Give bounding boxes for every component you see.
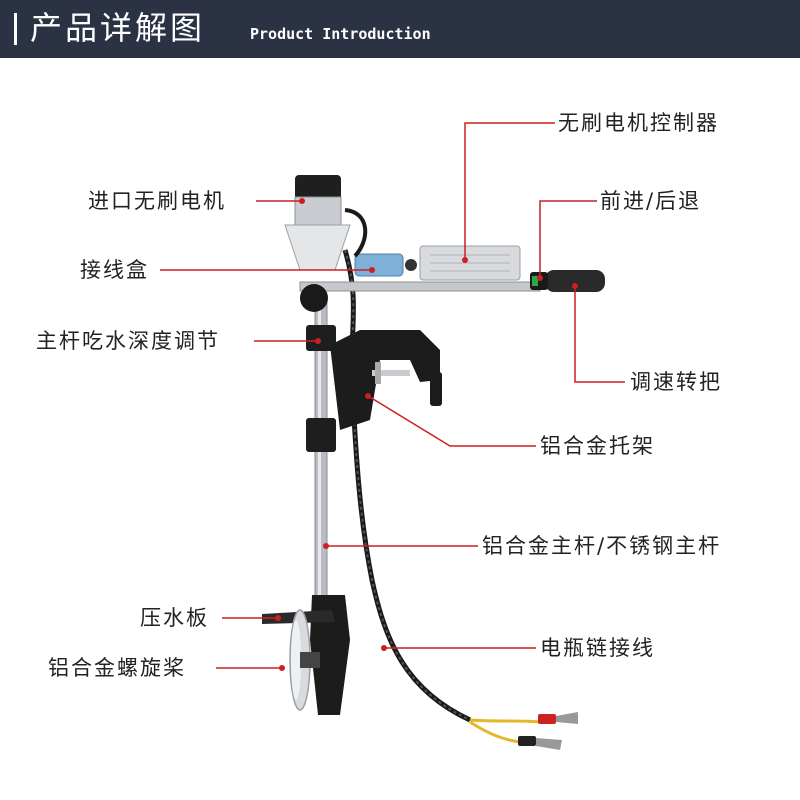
propeller <box>289 609 320 711</box>
leader-throttle <box>574 286 625 383</box>
depth-collar-lower <box>306 418 336 452</box>
label-depth-adjust: 主杆吃水深度调节 <box>36 329 220 353</box>
page-title: 产品详解图 <box>30 9 206 47</box>
red-battery-clip <box>538 712 578 724</box>
label-shaft: 铝合金主杆/不锈钢主杆 <box>482 534 722 558</box>
battery-cable-wrap <box>344 249 471 721</box>
clamp-handle <box>430 372 442 406</box>
depth-collar-upper <box>306 325 336 351</box>
black-battery-clip <box>518 736 562 750</box>
leader-controller <box>464 122 555 260</box>
lower-unit <box>310 595 350 715</box>
tilt-knob <box>300 284 328 312</box>
aluminum-bracket <box>330 330 440 430</box>
throttle-grip <box>545 270 605 292</box>
battery-clip-wire-red <box>469 718 541 724</box>
label-bracket: 铝合金托架 <box>540 434 655 458</box>
header-banner: 产品详解图 Product Introduction <box>0 0 800 58</box>
junction-box <box>354 253 404 277</box>
label-plate: 压水板 <box>140 606 209 630</box>
motor-cap <box>295 175 341 201</box>
label-direction: 前进/后退 <box>600 189 702 213</box>
motor-housing <box>284 224 351 271</box>
tiller-tube <box>299 281 541 292</box>
clamp-screw <box>372 370 410 376</box>
header-accent-bar <box>14 13 17 45</box>
label-controller: 无刷电机控制器 <box>558 111 719 135</box>
outboard-motor-illustration <box>262 175 605 750</box>
label-motor: 进口无刷电机 <box>88 189 226 213</box>
battery-cable <box>342 249 472 723</box>
leader-bracket <box>367 395 536 447</box>
leader-lines <box>160 122 625 669</box>
label-throttle: 调速转把 <box>630 370 722 394</box>
label-propeller: 铝合金螺旋桨 <box>48 656 186 680</box>
label-battery-cable: 电瓶链接线 <box>540 636 655 660</box>
leader-endpoints <box>275 198 578 671</box>
page-subtitle: Product Introduction <box>250 25 431 43</box>
battery-clip-wire-black <box>469 720 521 744</box>
leader-direction <box>539 200 597 278</box>
label-junction-box: 接线盒 <box>80 258 149 282</box>
